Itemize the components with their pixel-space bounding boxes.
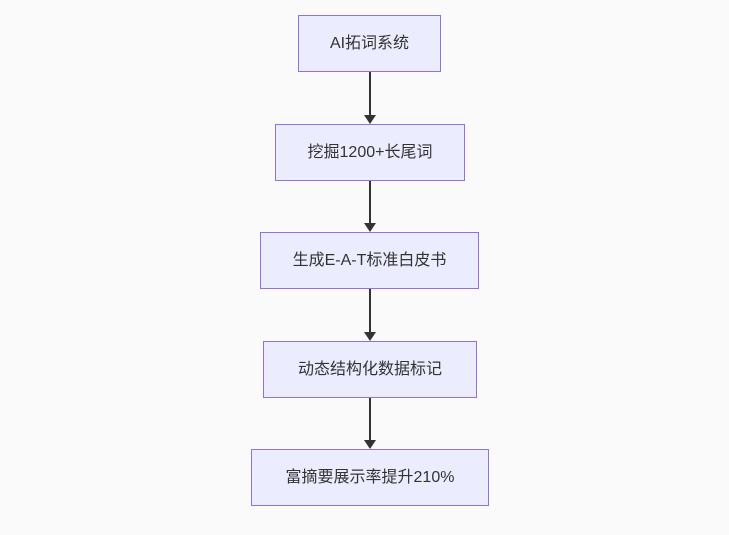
arrow-down-icon	[364, 332, 376, 341]
flow-node-generate-eat-whitepaper: 生成E-A-T标准白皮书	[260, 232, 479, 289]
flow-arrow-2	[363, 181, 377, 232]
flow-arrow-3	[363, 289, 377, 341]
arrow-line	[369, 181, 371, 223]
flow-arrow-4	[363, 398, 377, 449]
flow-node-rich-snippet-rate-boost: 富摘要展示率提升210%	[251, 449, 489, 506]
arrow-line	[369, 398, 371, 440]
flow-node-dynamic-structured-data-markup: 动态结构化数据标记	[263, 341, 477, 398]
flow-arrow-1	[363, 72, 377, 124]
arrow-line	[369, 72, 371, 115]
arrow-down-icon	[364, 223, 376, 232]
arrow-down-icon	[364, 115, 376, 124]
flow-node-mine-longtail-keywords: 挖掘1200+长尾词	[275, 124, 465, 181]
flow-node-ai-word-expansion-system: AI拓词系统	[298, 15, 441, 72]
arrow-down-icon	[364, 440, 376, 449]
arrow-line	[369, 289, 371, 332]
